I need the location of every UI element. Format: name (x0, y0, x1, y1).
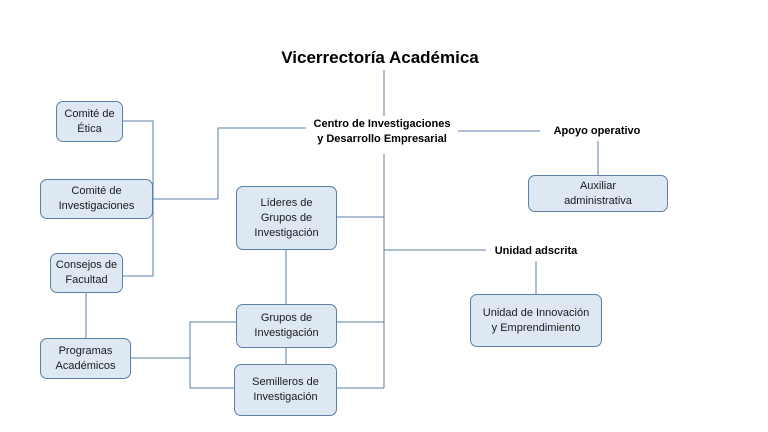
comite-etica-box: Comité de Ética (56, 101, 123, 142)
lideres-grupos-box: Líderes de Grupos de Investigación (236, 186, 337, 250)
unidad-innovacion-box: Unidad de Innovación y Emprendimiento (470, 294, 602, 347)
apoyo-operativo-label: Apoyo operativo (553, 125, 641, 137)
center-label: Centro de Investigaciones y Desarrollo E… (313, 118, 451, 145)
connector-committees (122, 120, 154, 277)
grupos-investigacion-box: Grupos de Investigación (236, 304, 337, 348)
connector-center-left (217, 127, 306, 199)
auxiliar-administrativa-box: Auxiliar administrativa (528, 175, 668, 212)
connector-grupos-semilleros-bus (189, 321, 236, 389)
unidad-adscrita-label: Unidad adscrita (494, 245, 578, 257)
comite-investigaciones-box: Comité de Investigaciones (40, 179, 153, 219)
diagram-title: Vicerrectoría Académica (281, 48, 479, 67)
consejos-facultad-box: Consejos de Facultad (50, 253, 123, 293)
programas-academicos-box: Programas Académicos (40, 338, 131, 379)
semilleros-investigacion-box: Semilleros de Investigación (234, 364, 337, 416)
